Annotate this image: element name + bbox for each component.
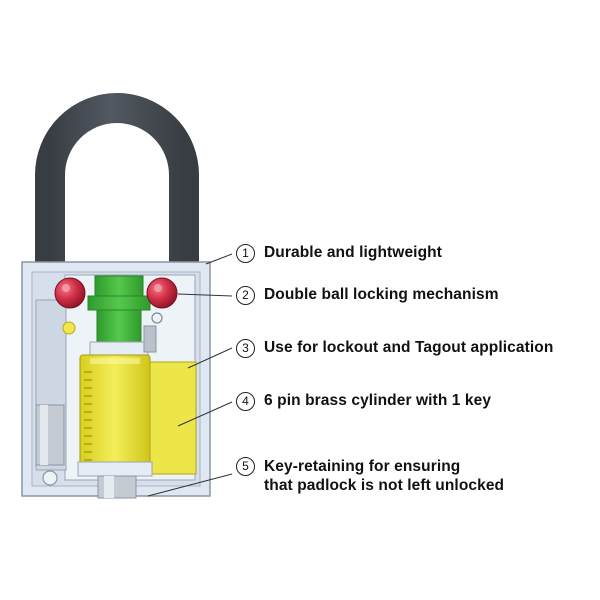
leader-line-3 [187, 347, 233, 369]
leader-line-5 [147, 473, 233, 497]
callout-brass-cylinder: 4 6 pin brass cylinder with 1 key [236, 390, 491, 412]
leader-line-4 [177, 401, 233, 427]
callout-number: 1 [236, 243, 255, 263]
detent-ball [62, 321, 76, 335]
leader-lines [147, 253, 233, 497]
leader-line-2 [177, 293, 233, 297]
callout-number: 4 [236, 391, 255, 411]
callout-key-retaining: 5 Key-retaining for ensuring that padloc… [236, 457, 504, 495]
callout-durable: 1 Durable and lightweight [236, 242, 442, 264]
callout-text-line1: Key-retaining for ensuring [264, 458, 461, 475]
callout-text-wrap: Key-retaining for ensuring that padlock … [264, 457, 504, 495]
callout-text-line2: that padlock is not left unlocked [264, 477, 505, 494]
shackle-toe [35, 404, 65, 486]
callout-text: Durable and lightweight [264, 244, 442, 261]
brass-cylinder [79, 354, 197, 476]
callout-number: 2 [236, 285, 255, 305]
callout-number: 5 [236, 457, 255, 476]
callout-number: 3 [236, 338, 255, 358]
callout-text: 6 pin brass cylinder with 1 key [264, 392, 492, 409]
callout-text: Use for lockout and Tagout application [264, 339, 554, 356]
callout-text: Double ball locking mechanism [264, 286, 499, 303]
callout-double-ball: 2 Double ball locking mechanism [236, 284, 499, 306]
locking-ball-right [146, 277, 178, 309]
retainer-ring [151, 312, 163, 324]
key-retaining-plate [77, 461, 153, 499]
locking-ball-left [54, 277, 86, 309]
leader-line-1 [205, 253, 233, 265]
callout-lockout-tagout: 3 Use for lockout and Tagout application [236, 337, 553, 359]
locking-balls [54, 277, 178, 309]
locking-core [87, 275, 157, 357]
